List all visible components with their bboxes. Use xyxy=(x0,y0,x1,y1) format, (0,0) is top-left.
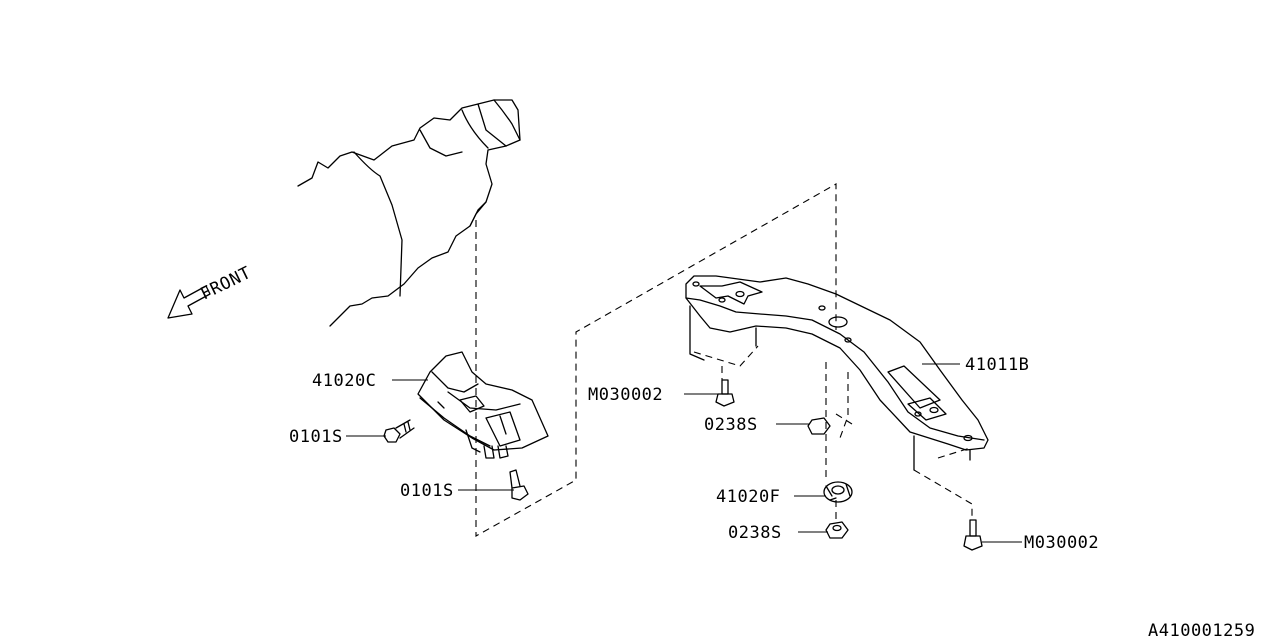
transmission-mount-bracket xyxy=(417,351,549,459)
leader-lines xyxy=(346,363,1022,543)
callout-0238S-lower: 0238S xyxy=(728,523,782,543)
bolt-M030002-upper xyxy=(715,379,735,407)
front-direction-arrow: FRONT xyxy=(167,263,254,319)
crossmember xyxy=(685,275,989,471)
diagram-id: A410001259 xyxy=(1148,621,1255,640)
callout-0238S-upper: 0238S xyxy=(704,415,758,435)
callout-M030002-lower: M030002 xyxy=(1024,533,1099,553)
front-label: FRONT xyxy=(197,263,254,305)
callout-41020F: 41020F xyxy=(716,487,780,507)
alignment-line-left xyxy=(475,183,837,537)
alignment-lines-right xyxy=(693,345,973,522)
callout-0101S-lower: 0101S xyxy=(400,481,454,501)
callout-M030002-upper: M030002 xyxy=(588,385,663,405)
transmission-housing xyxy=(297,99,521,327)
nut-0238S-lower xyxy=(825,521,849,539)
bolt-M030002-lower xyxy=(963,519,983,551)
callout-41011B: 41011B xyxy=(965,355,1029,375)
bolt-0101S-lower xyxy=(509,469,529,501)
nut-0238S-upper xyxy=(807,417,831,435)
callout-41020C: 41020C xyxy=(312,371,376,391)
bolt-0101S-upper xyxy=(383,419,415,443)
cushion-41020F xyxy=(823,481,853,503)
callout-0101S-upper: 0101S xyxy=(289,427,343,447)
